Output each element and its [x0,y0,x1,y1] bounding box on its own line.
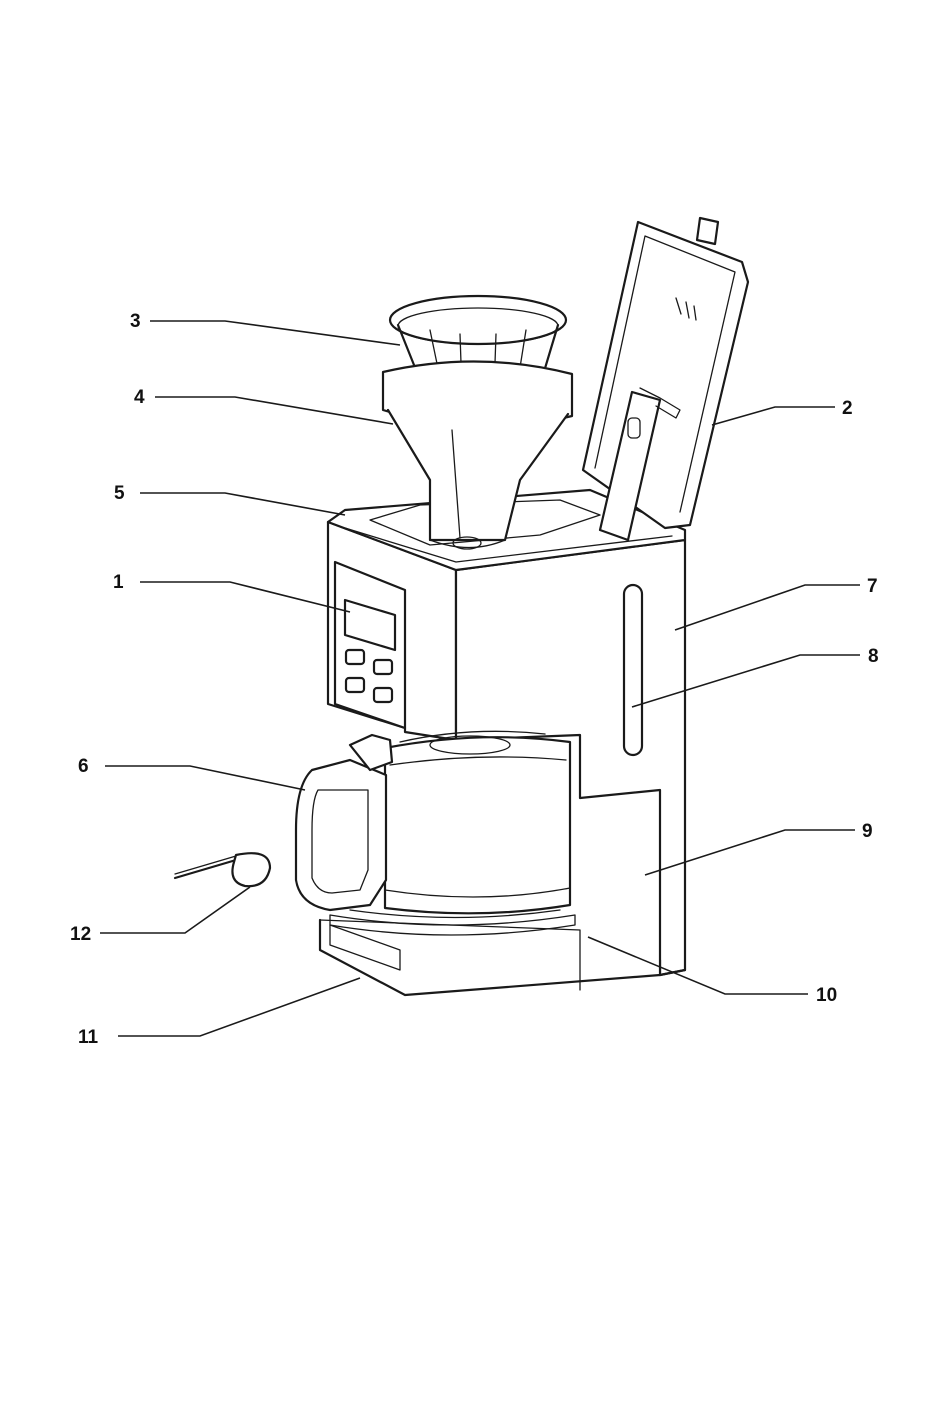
leader-2 [712,407,835,425]
leader-6 [105,766,305,790]
water-level-window [624,585,642,755]
leader-4 [155,397,393,424]
callout-5: 5 [114,483,125,504]
callout-1: 1 [113,572,124,593]
glass-carafe [296,731,570,913]
callout-8: 8 [868,646,879,667]
control-panel [335,562,405,728]
callout-7: 7 [867,576,878,597]
leader-5 [140,493,345,515]
callout-4: 4 [134,387,145,408]
callout-9: 9 [862,821,873,842]
leader-12 [100,887,250,933]
water-tank-lid [583,218,748,540]
callout-3: 3 [130,311,141,332]
callout-2: 2 [842,398,853,419]
callout-10: 10 [816,985,837,1006]
leader-3 [150,321,400,345]
callout-12: 12 [70,924,91,945]
leader-1 [140,582,350,612]
callout-6: 6 [78,756,89,777]
callout-11: 11 [78,1027,99,1048]
leader-7 [675,585,860,630]
leader-11 [118,978,360,1036]
measuring-scoop [175,853,270,886]
